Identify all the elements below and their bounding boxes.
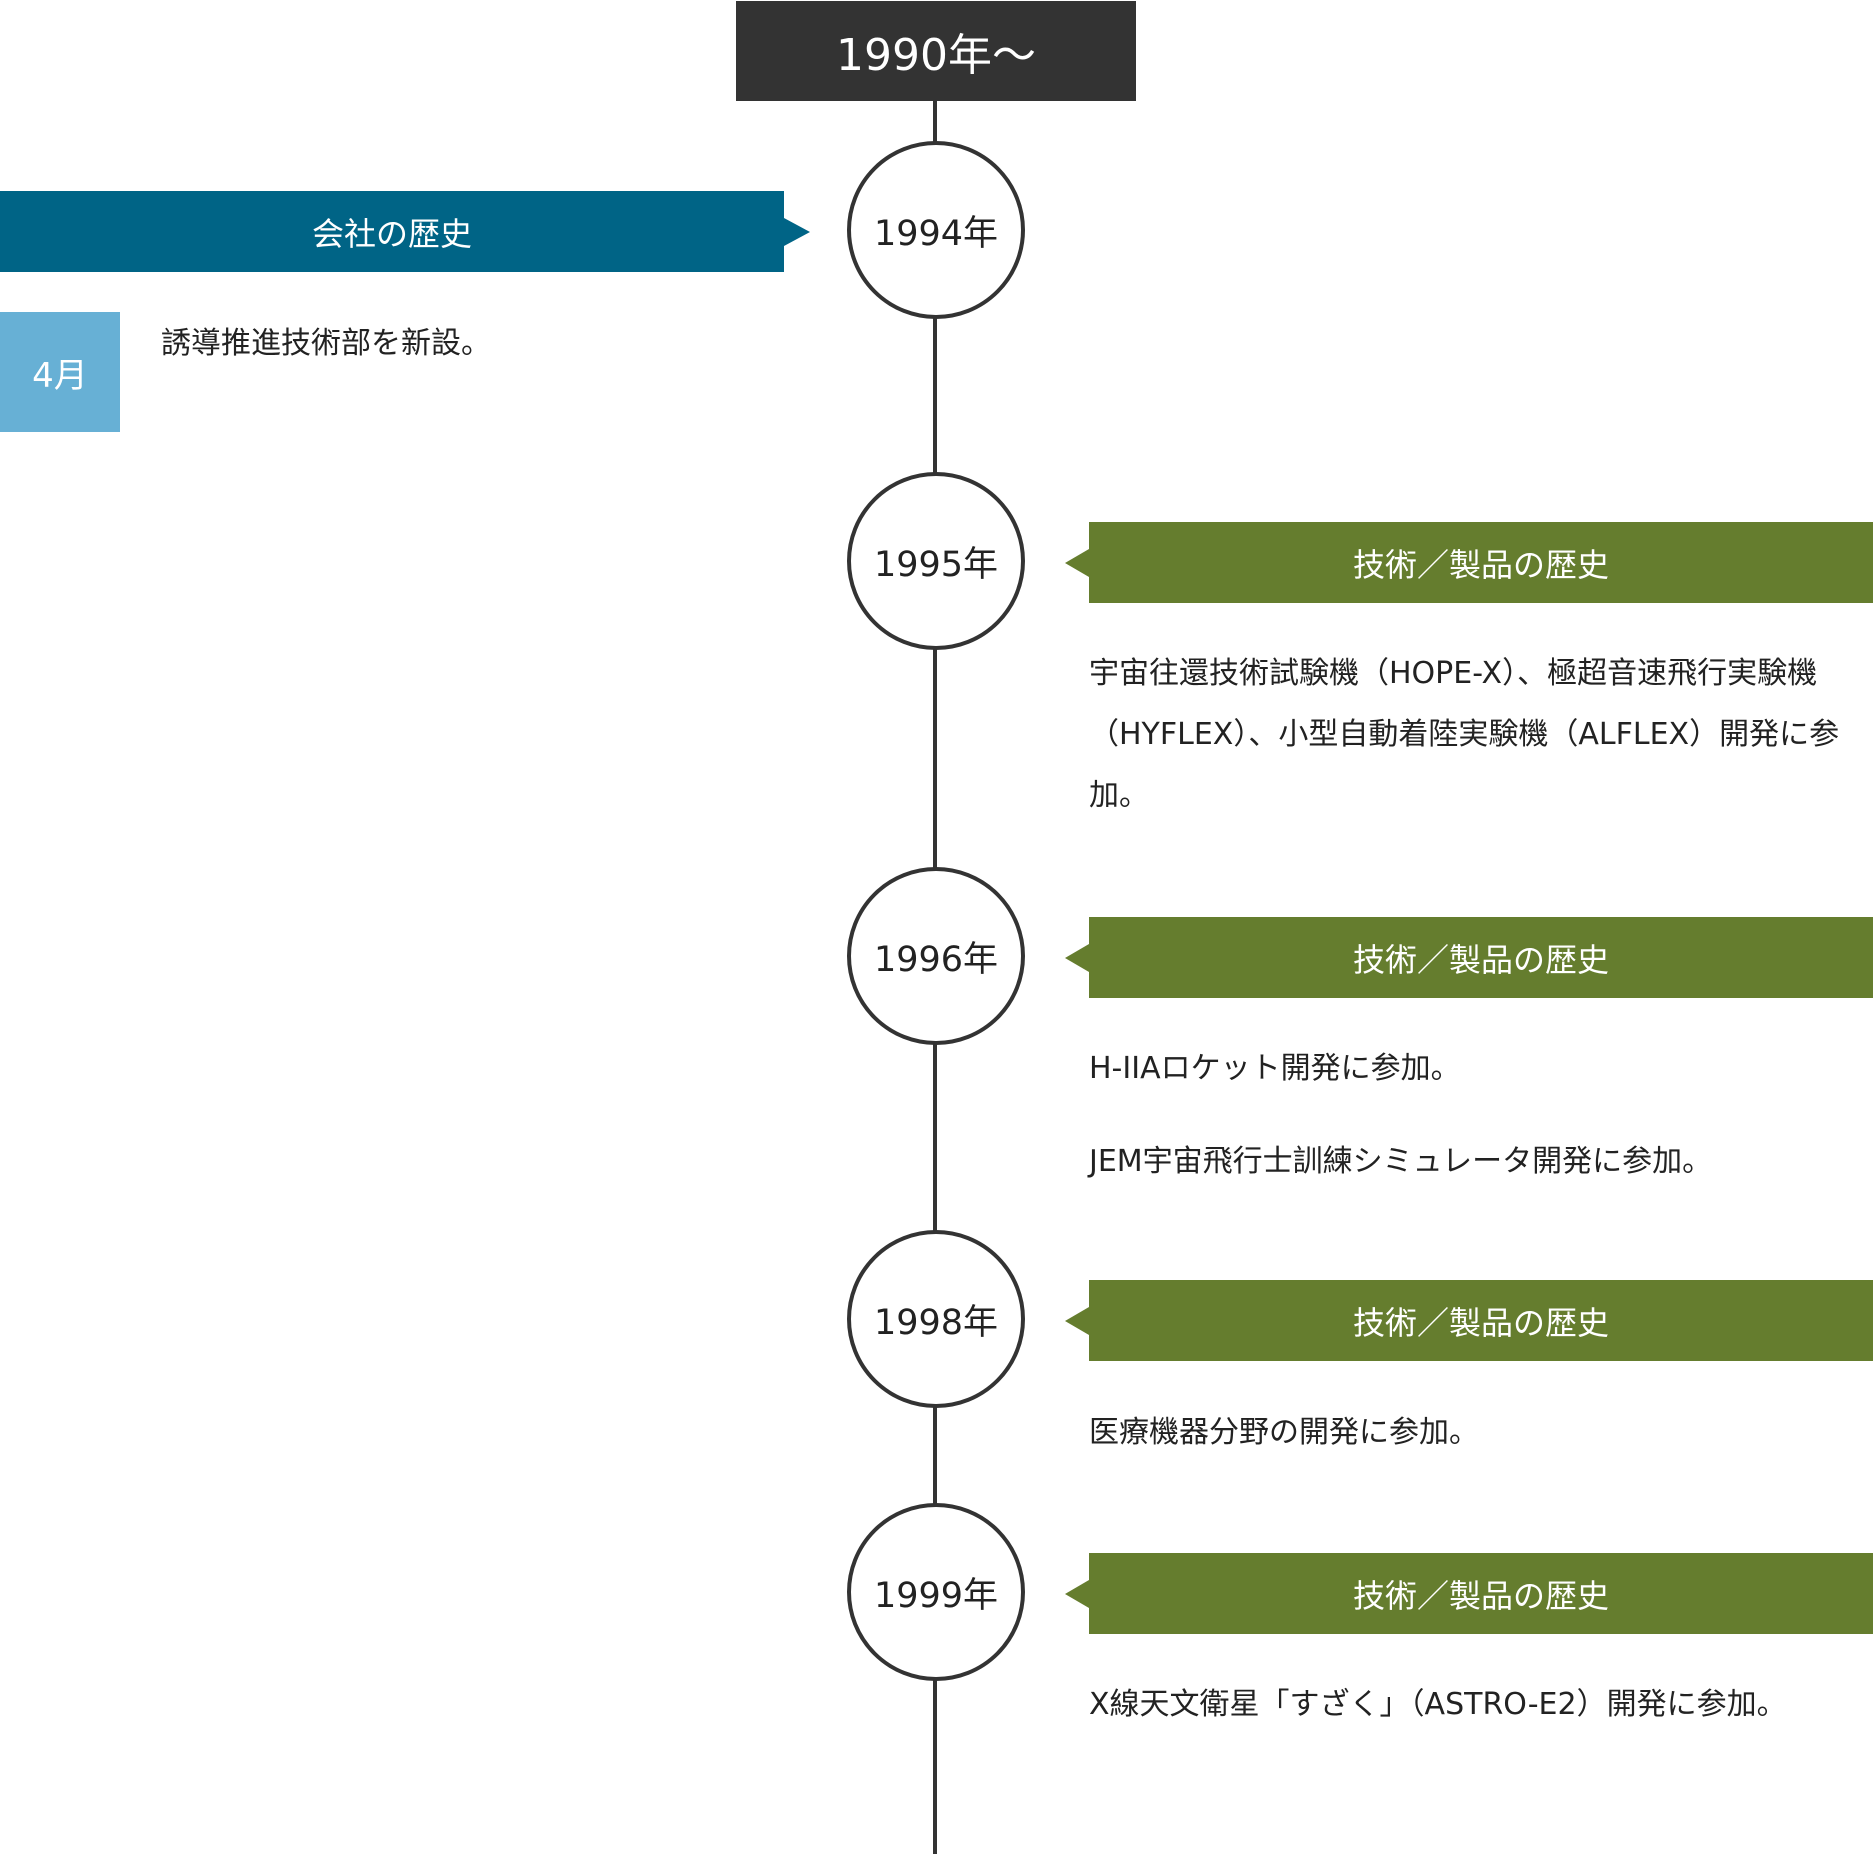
entry-text-1995: 宇宙往還技術試験機（HOPE-X）、極超音速飛行実験機（HYFLEX）、小型自動…: [1089, 643, 1873, 826]
year-marker-1998: 1998年: [847, 1230, 1025, 1408]
category-label: 技術／製品の歴史: [1352, 1576, 1609, 1615]
entry-paragraph: X線天文衛星「すざく」（ASTRO-E2）開発に参加。: [1089, 1687, 1787, 1722]
category-label: 技術／製品の歴史: [1352, 1303, 1609, 1342]
month-label: 4月: [32, 355, 88, 396]
entry-text-1996: H-IIAロケット開発に参加。 JEM宇宙飛行士訓練シミュレータ開発に参加。: [1089, 1038, 1873, 1192]
category-label: 会社の歴史: [311, 214, 472, 253]
entry-text-1999: X線天文衛星「すざく」（ASTRO-E2）開発に参加。: [1089, 1674, 1873, 1735]
year-marker-1996: 1996年: [847, 867, 1025, 1045]
entry-paragraph: 宇宙往還技術試験機（HOPE-X）、極超音速飛行実験機（HYFLEX）、小型自動…: [1089, 656, 1840, 813]
entry-paragraph: 誘導推進技術部を新設。: [161, 326, 491, 361]
year-marker-1999: 1999年: [847, 1503, 1025, 1681]
category-tech-history: 技術／製品の歴史: [1065, 917, 1873, 998]
category-label: 技術／製品の歴史: [1352, 940, 1609, 979]
year-label: 1998年: [873, 1302, 999, 1343]
year-label: 1996年: [873, 939, 999, 980]
entry-paragraph: JEM宇宙飛行士訓練シミュレータ開発に参加。: [1089, 1144, 1713, 1179]
category-company-history: 会社の歴史: [0, 191, 810, 272]
entry-paragraph: 医療機器分野の開発に参加。: [1089, 1415, 1479, 1450]
category-label: 技術／製品の歴史: [1352, 545, 1609, 584]
entry-paragraph: H-IIAロケット開発に参加。: [1089, 1051, 1461, 1086]
year-label: 1994年: [873, 213, 999, 254]
year-label: 1999年: [873, 1575, 999, 1616]
category-tech-history: 技術／製品の歴史: [1065, 1553, 1873, 1634]
period-header: 1990年〜: [736, 1, 1136, 101]
year-label: 1995年: [873, 544, 999, 585]
period-label: 1990年〜: [836, 30, 1036, 81]
year-marker-1995: 1995年: [847, 472, 1025, 650]
entry-text-1998: 医療機器分野の開発に参加。: [1089, 1402, 1873, 1463]
year-marker-1994: 1994年: [847, 141, 1025, 319]
month-badge: 4月: [0, 312, 120, 432]
category-tech-history: 技術／製品の歴史: [1065, 522, 1873, 603]
entry-text-1994: 誘導推進技術部を新設。: [161, 312, 761, 376]
category-tech-history: 技術／製品の歴史: [1065, 1280, 1873, 1361]
